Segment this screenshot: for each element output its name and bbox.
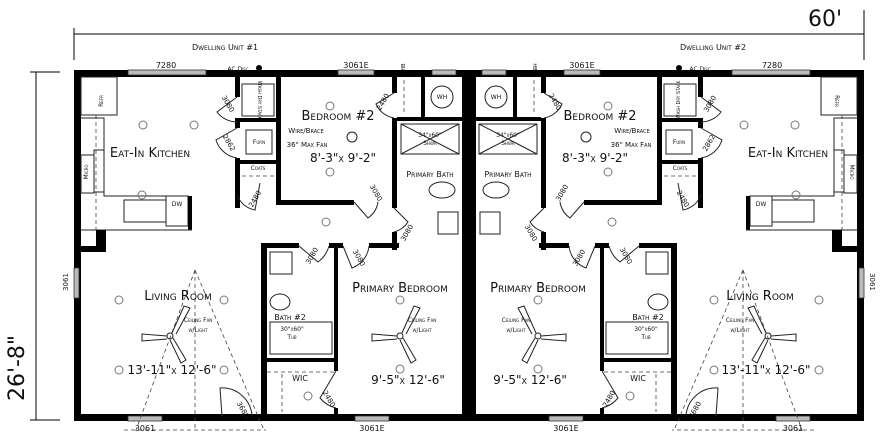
unit-2-door-wh-label: 2480 (547, 92, 563, 111)
dimension-lines (30, 10, 865, 421)
unit-2-max-fan-label: 36" Max Fan (611, 141, 652, 149)
unit-1-ceiling-fan-label: Ceiling Fan (408, 317, 436, 324)
unit-2-primary-size-label: 9'-5"x 12'-6" (493, 373, 567, 387)
unit-1-door-bedroom2-label: 3080 (368, 183, 384, 202)
unit-1-bedroom2-size-label: 8'-3"x 9'-2" (310, 151, 376, 165)
unit-1-wash-dry-stack-label: Wash Dry Stack (256, 81, 262, 120)
unit-2-wh-label: WH (491, 94, 501, 101)
unit-2-bedroom2-label: Bedroom #2 (563, 109, 636, 124)
unit-1-top-window-bedroom-label: 3061E (343, 61, 368, 70)
unit-1-refr-label: Refr (98, 95, 105, 107)
unit-2-living-size-label: 13'-11"x 12'-6" (721, 363, 810, 377)
unit-1-door-primary-bath-label: 3080 (399, 223, 415, 242)
unit-1-ac-disc-label: AC Disc (227, 66, 248, 73)
unit-1-living-room-label: Living Room (144, 289, 212, 304)
unit-2-micro-label: Micro (848, 164, 855, 179)
overall-width-label: 60' (808, 7, 842, 32)
unit-1-micro-label: Micro (83, 164, 90, 179)
unit-1-door-primary-bedroom-label: 3080 (351, 248, 367, 267)
unit-2-shower-size-label: 34"x60" (496, 132, 520, 139)
unit-1-primary-bedroom-label: Primary Bedroom (352, 281, 448, 296)
unit-2-hose-bib-label: HB (531, 63, 537, 71)
unit-2-bottom-window-living-label: 3061 (783, 424, 803, 433)
unit-2-door-coats-label: 2480 (675, 189, 691, 208)
unit-2-primary-bath-label: Primary Bath (484, 170, 531, 179)
unit-2-top-window-kitchen-label: 7280 (762, 61, 782, 70)
unit-1-top-window-kitchen-label: 7280 (156, 61, 176, 70)
unit-2-door-primary-bedroom-label: 3080 (571, 248, 587, 267)
unit-2-door-bath2-label: 3080 (618, 246, 634, 265)
unit-2-coats-label: Coats (673, 165, 688, 172)
unit-2-ac-disc-label: AC Disc (689, 66, 710, 73)
unit-1-kitchen-label: Eat-In Kitchen (110, 146, 190, 161)
overall-depth-label: 26'-8" (5, 335, 30, 401)
unit-1-wic-label: WIC (292, 374, 308, 383)
unit-2-ceiling-fan-label: Ceiling Fan (726, 317, 754, 324)
unit-2-top-window-bedroom-label: 3061E (569, 61, 594, 70)
unit-2-door-primary-bath-label: 3080 (523, 223, 539, 242)
unit-1-tub-size-label: 30"x60" (280, 326, 304, 333)
unit-2-wire-brace-label: Wire/Brace (614, 127, 649, 135)
unit-1-bath2-label: Bath #2 (274, 313, 306, 322)
unit-2-kitchen-label: Eat-In Kitchen (748, 146, 828, 161)
unit-1-primary-bath-label: Primary Bath (406, 170, 453, 179)
unit-2-wash-dry-stack-label: Wash Dry Stack (676, 80, 682, 119)
unit-1-door-laundry-label: 3080 (220, 94, 236, 113)
unit-2-bottom-window-primary-label: 3061E (553, 424, 578, 433)
unit-1-shower-size-label: 34"x60" (418, 132, 442, 139)
unit-1-side-window-label: 3061 (62, 273, 70, 291)
unit-2-title-label: Dwelling Unit #2 (680, 43, 746, 52)
unit-2-side-window-label: 3061 (868, 273, 876, 291)
unit-2-shower-label: Shwr (501, 140, 515, 147)
unit-2-with-light-label: w/Light (506, 327, 526, 334)
unit-1-bedroom2-label: Bedroom #2 (301, 109, 374, 124)
unit-1-ceiling-fan-label: Ceiling Fan (184, 317, 212, 324)
unit-1-bottom-window-primary-label: 3061E (359, 424, 384, 433)
unit-2-wic-label: WIC (630, 374, 646, 383)
unit-1-tub-label: Tub (286, 334, 297, 341)
unit-2-tub-label: Tub (640, 334, 651, 341)
unit-2-bath2-label: Bath #2 (632, 313, 664, 322)
unit-2-bedroom2-size-label: 8'-3"x 9'-2" (562, 151, 628, 165)
unit-1-wh-label: WH (437, 94, 447, 101)
unit-2-refr-label: Refr (833, 95, 840, 107)
unit-1-bottom-window-living-label: 3061 (135, 424, 155, 433)
party-wall (462, 70, 476, 421)
unit-1-title-label: Dwelling Unit #1 (192, 43, 258, 52)
unit-1-with-light-label: w/Light (412, 327, 432, 334)
unit-2-door-wic-label: 2480 (601, 389, 617, 408)
unit-1-door-coats-label: 2480 (247, 189, 263, 208)
unit-1-furn-label: Furn (253, 139, 265, 146)
unit-1-door-bath2-label: 3080 (304, 246, 320, 265)
unit-1-wire-brace-label: Wire/Brace (288, 127, 323, 135)
unit-2-ceiling-fan-label: Ceiling Fan (502, 317, 530, 324)
unit-2-door-laundry-label: 3080 (702, 94, 718, 113)
unit-1-dw-label: DW (172, 201, 183, 208)
unit-2-furn-label: Furn (673, 139, 685, 146)
unit-2-living-room-label: Living Room (726, 289, 794, 304)
unit-1-coats-label: Coats (251, 165, 266, 172)
unit-2-door-bedroom2-label: 3080 (554, 183, 570, 202)
unit-2-tub-size-label: 30"x60" (634, 326, 658, 333)
unit-2-dw-label: DW (756, 201, 767, 208)
unit-1-living-size-label: 13'-11"x 12'-6" (127, 363, 216, 377)
unit-1-door-wh-label: 2480 (375, 92, 391, 111)
unit-1-hose-bib-label: HB (401, 63, 407, 71)
unit-1-with-light-label: w/Light (188, 327, 208, 334)
unit-1-max-fan-label: 36" Max Fan (287, 141, 328, 149)
unit-1-shower-label: Shwr (423, 140, 437, 147)
unit-2-door-furn-label: 2862 (701, 133, 717, 152)
unit-2-primary-bedroom-label: Primary Bedroom (490, 281, 586, 296)
unit-2-with-light-label: w/Light (730, 327, 750, 334)
unit-1-primary-size-label: 9'-5"x 12'-6" (371, 373, 445, 387)
unit-1-door-furn-label: 2862 (221, 133, 237, 152)
unit-1-door-wic-label: 2480 (321, 389, 337, 408)
